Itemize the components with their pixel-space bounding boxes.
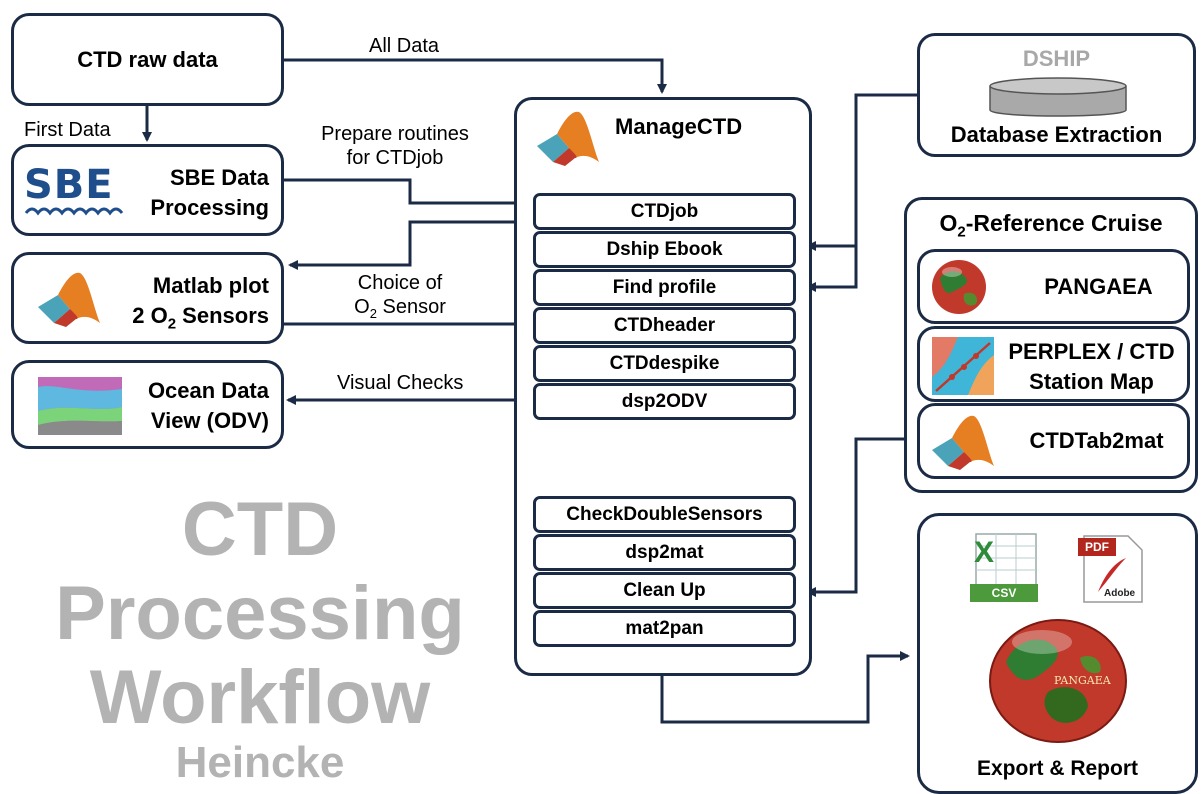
module-ctdjob-label: CTDjob — [630, 200, 699, 222]
pdf-label: PDF — [1085, 540, 1109, 554]
perplex-node: PERPLEX / CTD Station Map — [917, 326, 1190, 402]
sbe-logo-text: SBE — [24, 162, 114, 208]
perplex-label-line2: Station Map — [1029, 369, 1154, 394]
csv-label: CSV — [970, 584, 1038, 602]
ctd-raw-data-node: CTD raw data — [11, 13, 284, 106]
module-find-profile[interactable]: Find profile — [533, 269, 796, 306]
matlab-label-line1: Matlab plot — [152, 273, 269, 298]
pangaea-logo-text: PANGAEA — [1054, 674, 1111, 687]
odv-section-plot-icon — [38, 377, 122, 435]
arrow-ctdtab2mat — [806, 437, 917, 597]
sbe-label-line2: Processing — [150, 195, 269, 220]
matlab-plot-node: Matlab plot 2 O2 Sensors — [11, 252, 284, 344]
arrow-dship-find — [806, 246, 858, 292]
ctdtab2mat-node: CTDTab2mat — [917, 403, 1190, 479]
pangaea-globe-icon — [932, 260, 986, 314]
perplex-label-line1: PERPLEX / CTD — [1008, 339, 1175, 364]
module-find-profile-label: Find profile — [612, 276, 717, 298]
csv-file-icon: X CSV — [970, 532, 1038, 602]
matlab-icon — [932, 415, 994, 470]
pangaea-node: PANGAEA — [917, 249, 1190, 324]
edge-label-prepare-line1: Prepare routines — [321, 123, 469, 145]
arrow-to-matlab — [288, 220, 535, 270]
ctdtab2mat-label: CTDTab2mat — [1029, 428, 1164, 453]
edge-label-prepare: Prepare routines for CTDjob — [300, 122, 490, 170]
matlab-icon — [537, 111, 599, 166]
workflow-title-line3: Workflow — [89, 655, 431, 740]
dship-label: Database Extraction — [950, 122, 1163, 147]
matlab-plot-label: Matlab plot 2 O2 Sensors — [132, 271, 269, 339]
station-map-icon — [932, 337, 994, 395]
svg-text:X: X — [974, 536, 994, 569]
module-ctdheader[interactable]: CTDheader — [533, 307, 796, 344]
module-ctdjob[interactable]: CTDjob — [533, 193, 796, 230]
module-dship-ebook-label: Dship Ebook — [606, 238, 723, 260]
module-clean-up[interactable]: Clean Up — [533, 572, 796, 609]
ctd-raw-data-label: CTD raw data — [77, 46, 218, 72]
dship-logo: DSHIP — [1022, 46, 1091, 71]
sbe-processing-node: SBE SBE Data Processing — [11, 144, 284, 236]
matlab-label-line2: 2 O2 Sensors — [132, 303, 269, 333]
excel-icon: X — [974, 533, 1037, 587]
edge-label-all-data: All Data — [369, 35, 440, 57]
odv-node: Ocean Data View (ODV) — [11, 360, 284, 449]
adobe-label: Adobe — [1104, 588, 1136, 599]
module-ctddespike-label: CTDdespike — [609, 352, 720, 374]
managectd-title: ManageCTD — [615, 114, 743, 139]
edge-label-choice-line2: O2 Sensor — [354, 296, 446, 321]
module-checkdoublesensors[interactable]: CheckDoubleSensors — [533, 496, 796, 533]
export-report-label: Export & Report — [976, 757, 1138, 780]
pangaea-globe-large-icon — [989, 619, 1127, 743]
workflow-title-line2: Processing — [55, 571, 465, 656]
arrow-dship-ebook — [806, 93, 917, 251]
sbe-processing-label: SBE Data Processing — [150, 163, 269, 223]
export-report-node: X CSV PDF Adobe PANGAEA Export & Report — [917, 513, 1198, 794]
module-ctdheader-label: CTDheader — [613, 314, 716, 336]
sbe-logo: SBE — [24, 165, 136, 221]
module-dsp2odv[interactable]: dsp2ODV — [533, 383, 796, 420]
module-ctddespike[interactable]: CTDdespike — [533, 345, 796, 382]
edge-label-first-data: First Data — [24, 119, 111, 141]
module-dsp2odv-label: dsp2ODV — [621, 390, 708, 412]
module-checkdoublesensors-label: CheckDoubleSensors — [566, 503, 763, 525]
arrow-export — [660, 651, 910, 724]
arrow-all-data — [284, 58, 667, 94]
module-mat2pan[interactable]: mat2pan — [533, 610, 796, 647]
dship-node: DSHIP Database Extraction — [917, 33, 1196, 157]
edge-label-visual: Visual Checks — [337, 372, 464, 394]
odv-label-line2: View (ODV) — [150, 408, 269, 433]
perplex-label: PERPLEX / CTD Station Map — [1000, 337, 1183, 397]
pdf-file-icon: PDF Adobe — [1076, 532, 1146, 604]
workflow-author: Heincke — [175, 738, 345, 787]
odv-label: Ocean Data View (ODV) — [148, 376, 269, 436]
module-dsp2mat-label: dsp2mat — [625, 541, 704, 563]
matlab-icon — [38, 272, 100, 327]
database-icon — [989, 77, 1127, 117]
sbe-wave-icon — [24, 207, 124, 216]
module-clean-up-label: Clean Up — [623, 579, 706, 601]
odv-label-line1: Ocean Data — [147, 378, 269, 403]
workflow-title-line1: CTD — [181, 487, 339, 572]
workflow-title: CTD Processing Workflow — [40, 488, 480, 740]
module-mat2pan-label: mat2pan — [625, 617, 704, 639]
pdf-document-icon — [1078, 535, 1143, 603]
module-dsp2mat[interactable]: dsp2mat — [533, 534, 796, 571]
edge-label-prepare-line2: for CTDjob — [346, 147, 444, 169]
edge-label-choice-line1: Choice of — [357, 272, 443, 294]
edge-label-choice: Choice of O2 Sensor — [330, 271, 470, 326]
arrow-prepare — [284, 178, 528, 208]
sbe-label-line1: SBE Data — [169, 165, 269, 190]
module-dship-ebook[interactable]: Dship Ebook — [533, 231, 796, 268]
pangaea-label: PANGAEA — [1044, 274, 1153, 299]
o2-reference-title: O2-Reference Cruise — [939, 210, 1163, 241]
